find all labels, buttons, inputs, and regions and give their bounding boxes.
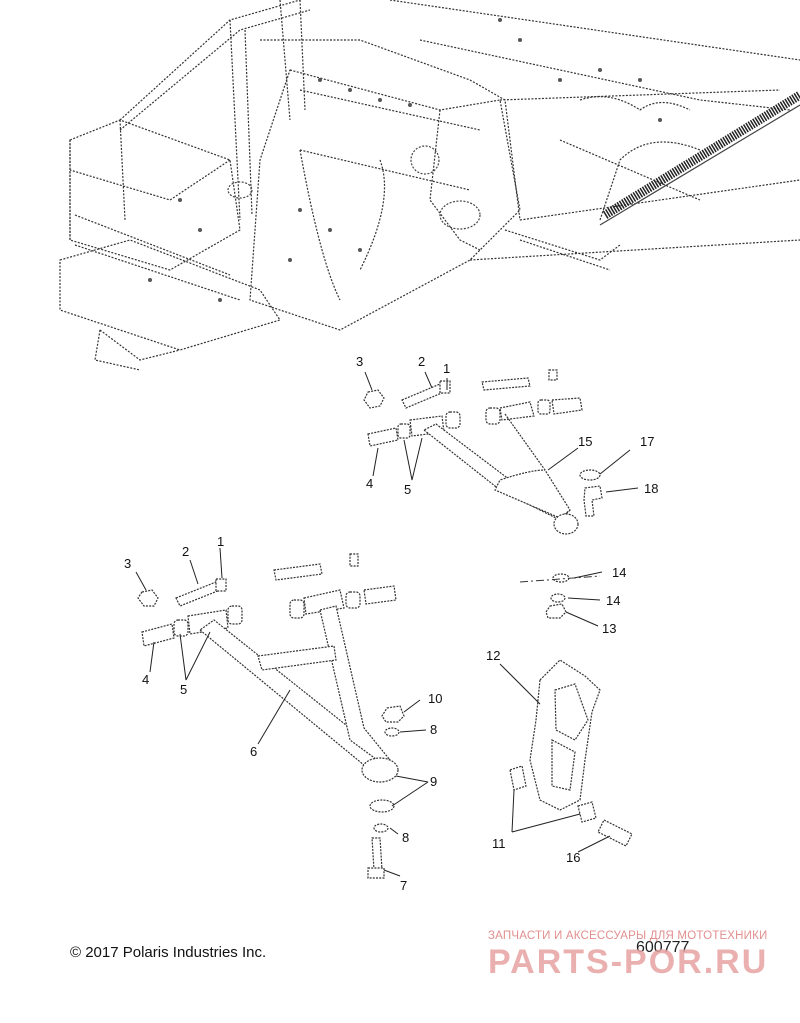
- callout-upper-5: 5: [404, 482, 411, 497]
- lower-nut-3: [137, 589, 159, 607]
- upper-bolt-2: [401, 383, 445, 409]
- upper-bushing-rear: [551, 397, 583, 415]
- lower-circlip-9: [369, 799, 395, 813]
- callout-spindle-16: 16: [566, 850, 580, 865]
- spindle-sleeve-16: [597, 819, 633, 847]
- frame-access-holes: [227, 145, 481, 230]
- lower-a-arm-6: [199, 619, 391, 771]
- upper-assembly-centerline: [519, 575, 601, 583]
- callout-upper-17: 17: [640, 434, 654, 449]
- spindle-bushing-11a: [509, 765, 527, 791]
- callout-mid-14b: 14: [606, 593, 620, 608]
- callout-spindle-11: 11: [492, 836, 506, 851]
- leader-lines: [135, 371, 639, 877]
- lower-bolt-2: [175, 581, 221, 607]
- callout-lower-8a: 8: [430, 722, 437, 737]
- callout-upper-2: 2: [418, 354, 425, 369]
- upper-bushing-4: [367, 427, 399, 447]
- mid-nut-13: [545, 603, 567, 619]
- spindle-bushing-11b: [577, 801, 597, 823]
- callout-upper-3: 3: [356, 354, 363, 369]
- callout-lower-5: 5: [180, 682, 187, 697]
- figure-number: 600777: [636, 939, 690, 956]
- upper-ball-joint: [553, 513, 579, 535]
- callout-mid-14a: 14: [612, 565, 626, 580]
- callout-spindle-12: 12: [486, 648, 500, 663]
- callout-lower-7: 7: [400, 878, 407, 893]
- callout-lower-4: 4: [142, 672, 149, 687]
- callout-labels: 1 2 3 4 5 15 17 18 14 14 13 1 2 3 4 5 6 …: [124, 354, 658, 893]
- callout-lower-10: 10: [428, 691, 442, 706]
- upper-ball-stud-18: [583, 485, 603, 517]
- frame-mounting-holes: [148, 18, 662, 302]
- rear-spring-rail: [599, 91, 800, 226]
- callout-upper-18: 18: [644, 481, 658, 496]
- callout-lower-1: 1: [217, 534, 224, 549]
- callout-upper-4: 4: [366, 476, 373, 491]
- callout-upper-15: 15: [578, 434, 592, 449]
- lower-washer-8a: [384, 727, 400, 737]
- callout-lower-9: 9: [430, 774, 437, 789]
- lower-bushing-4: [141, 623, 175, 647]
- upper-circlip-17: [579, 469, 601, 481]
- watermark-site-logo: PARTS-POR.RU: [488, 943, 769, 981]
- mid-washer-14b: [550, 593, 566, 603]
- upper-bolt-rear: [481, 377, 531, 391]
- lower-ball-joint: [361, 757, 399, 783]
- lower-washer-8b: [373, 823, 389, 833]
- upper-nut-3: [363, 389, 385, 409]
- callout-upper-1: 1: [443, 361, 450, 376]
- spindle-assembly: [509, 659, 633, 847]
- lower-a-arm-assembly: [137, 553, 405, 879]
- callout-lower-6: 6: [250, 744, 257, 759]
- lower-nut-10: [381, 705, 405, 723]
- copyright-notice: © 2017 Polaris Industries Inc.: [70, 944, 267, 961]
- callout-lower-2: 2: [182, 544, 189, 559]
- watermark-tagline: ЗАПЧАСТИ И АКСЕССУАРЫ ДЛЯ МОТОТЕХНИКИ: [488, 930, 768, 942]
- upper-a-arm-assembly: [363, 369, 603, 619]
- callout-lower-8b: 8: [402, 830, 409, 845]
- callout-mid-13: 13: [602, 621, 616, 636]
- mid-washer-14a: [552, 573, 570, 583]
- chassis-frame: [59, 0, 800, 371]
- upper-bolt-head: [439, 380, 451, 394]
- lower-bolt-7: [371, 837, 383, 871]
- callout-lower-3: 3: [124, 556, 131, 571]
